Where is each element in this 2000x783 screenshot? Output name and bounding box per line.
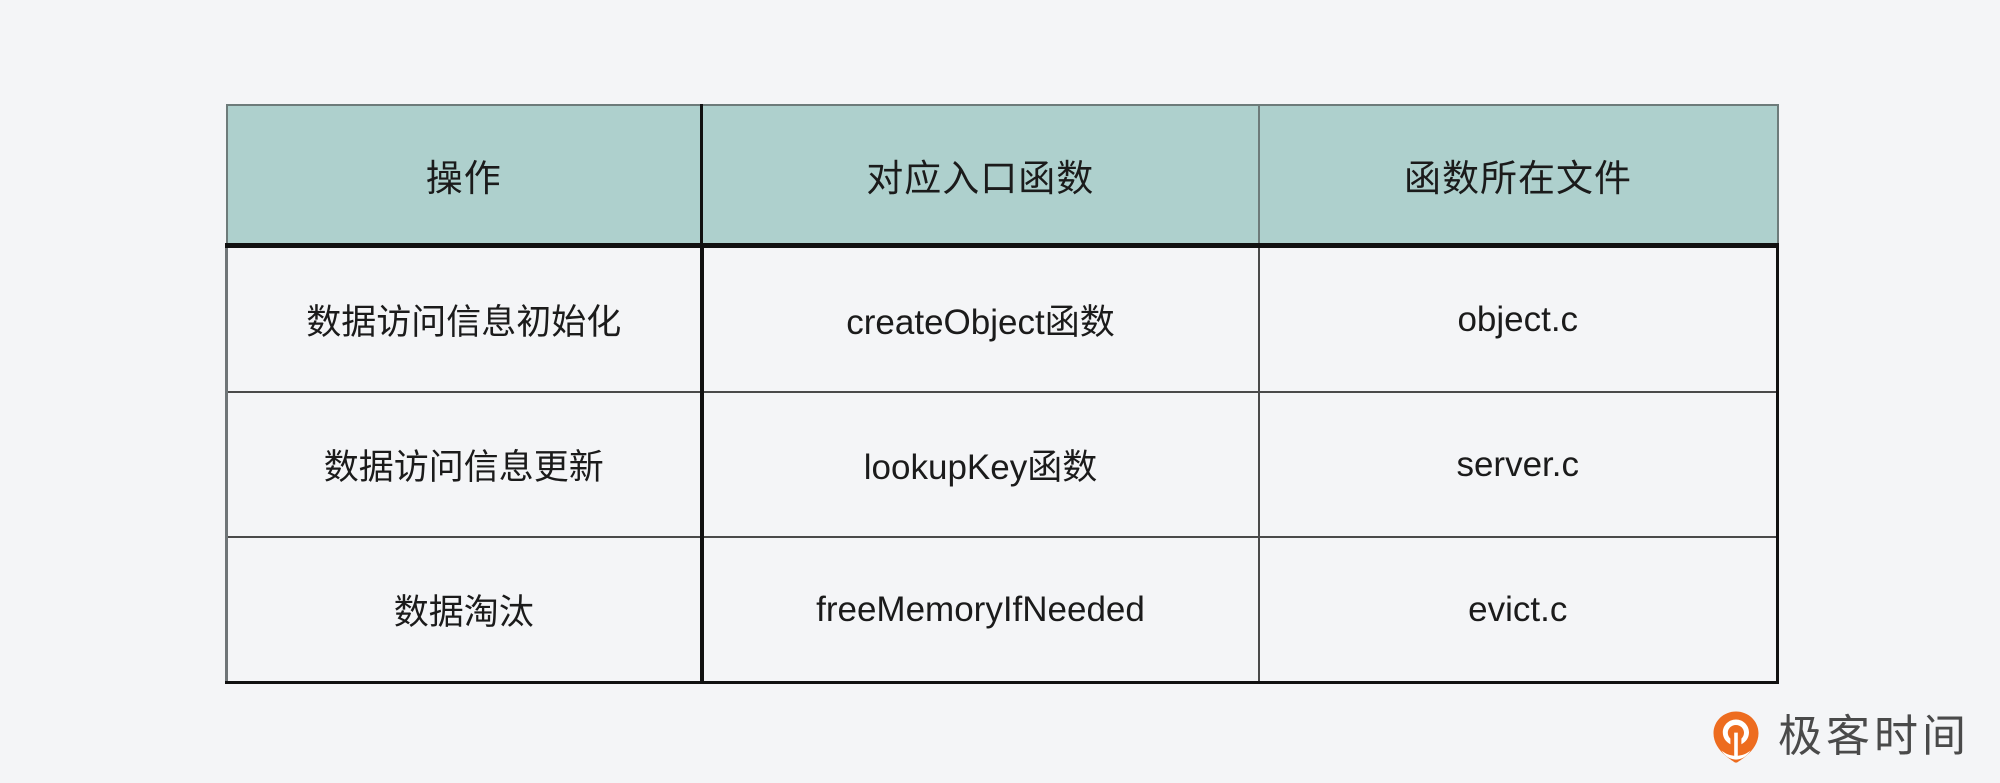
geektime-logo-icon <box>1708 709 1764 765</box>
table-row: 数据访问信息初始化 createObject函数 object.c <box>225 245 1779 393</box>
cell-entry-function: lookupKey函数 <box>701 392 1260 538</box>
table-row: 数据淘汰 freeMemoryIfNeeded evict.c <box>225 537 1779 684</box>
table-row: 数据访问信息更新 lookupKey函数 server.c <box>225 392 1779 538</box>
column-header-entry-function: 对应入口函数 <box>701 104 1260 248</box>
cell-entry-function: createObject函数 <box>701 245 1260 393</box>
watermark-text: 极客时间 <box>1778 712 1970 761</box>
column-header-source-file: 函数所在文件 <box>1257 104 1779 248</box>
watermark: 极客时间 <box>1708 709 1970 765</box>
table-header: 操作 对应入口函数 函数所在文件 <box>225 104 1779 248</box>
cell-operation: 数据淘汰 <box>225 537 704 684</box>
cell-entry-function: freeMemoryIfNeeded <box>701 537 1260 684</box>
cell-operation: 数据访问信息更新 <box>225 392 704 538</box>
spec-table-container: 操作 对应入口函数 函数所在文件 数据访问信息初始化 createObject函… <box>225 104 1779 684</box>
table-body: 数据访问信息初始化 createObject函数 object.c 数据访问信息… <box>225 245 1779 684</box>
cell-operation: 数据访问信息初始化 <box>225 245 704 393</box>
redis-lru-mapping-table: 操作 对应入口函数 函数所在文件 数据访问信息初始化 createObject函… <box>225 104 1779 684</box>
cell-source-file: evict.c <box>1257 537 1779 684</box>
cell-source-file: object.c <box>1257 245 1779 393</box>
cell-source-file: server.c <box>1257 392 1779 538</box>
column-header-operation: 操作 <box>225 104 703 248</box>
table-header-row: 操作 对应入口函数 函数所在文件 <box>225 104 1779 248</box>
